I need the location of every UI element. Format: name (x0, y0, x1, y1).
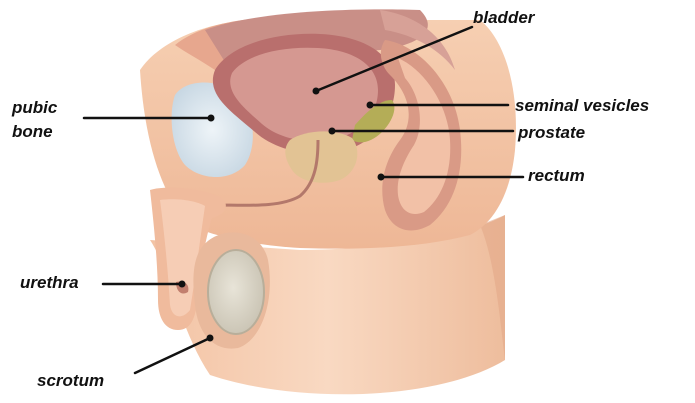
dot-seminal-vesicles (367, 102, 374, 109)
dot-prostate (329, 128, 336, 135)
label-prostate: prostate (518, 123, 585, 143)
label-rectum: rectum (528, 166, 585, 186)
dot-rectum (378, 174, 385, 181)
label-bladder: bladder (473, 8, 534, 28)
label-scrotum: scrotum (37, 371, 104, 391)
dot-urethra (179, 281, 186, 288)
dot-scrotum (207, 335, 214, 342)
label-bone: bone (12, 122, 53, 142)
label-seminal-vesicles: seminal vesicles (515, 96, 649, 116)
label-urethra: urethra (20, 273, 79, 293)
dot-pubic-bone (208, 115, 215, 122)
label-pubic: pubic (12, 98, 57, 118)
dot-bladder (313, 88, 320, 95)
